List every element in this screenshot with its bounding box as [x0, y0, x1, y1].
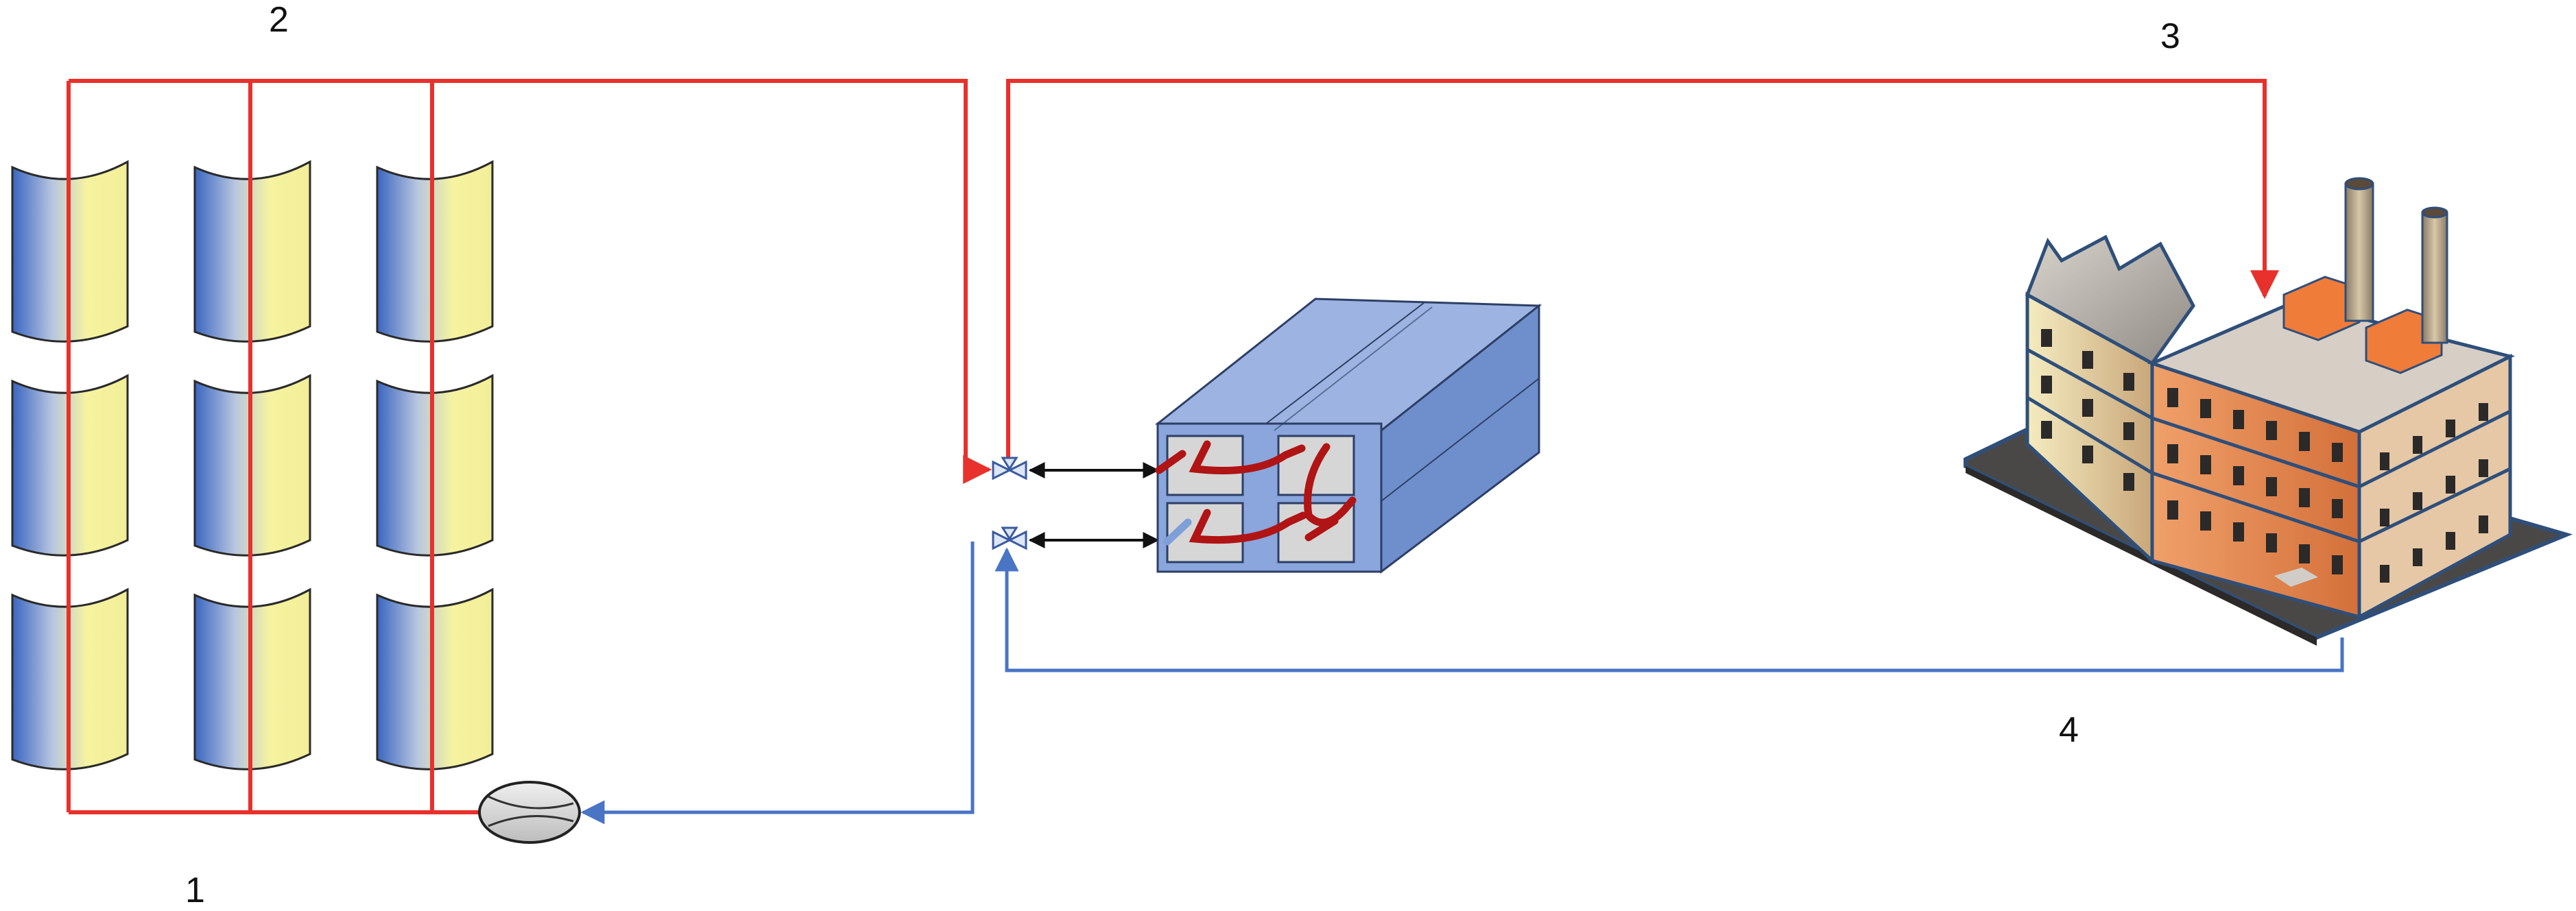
- valve-icon: [992, 526, 1027, 550]
- window: [2233, 522, 2244, 542]
- hot-piping: [67, 79, 2279, 814]
- window: [2413, 548, 2422, 566]
- window: [2332, 555, 2343, 574]
- window: [2200, 455, 2211, 474]
- window: [2082, 351, 2093, 369]
- return-from-factory-pipe: [994, 547, 2344, 672]
- window: [2380, 565, 2389, 583]
- window: [2167, 388, 2178, 407]
- thermal-storage-icon: [1154, 297, 1542, 574]
- heat-exchanger-coils: [1155, 440, 1357, 544]
- window: [2266, 421, 2277, 440]
- window: [2041, 376, 2052, 393]
- inlet-tube: [1163, 518, 1192, 546]
- window: [2332, 443, 2343, 462]
- window: [2266, 477, 2277, 496]
- window: [2479, 403, 2488, 421]
- cold-piping: [580, 542, 2344, 825]
- window: [2123, 473, 2134, 491]
- window: [2299, 432, 2310, 451]
- window: [2123, 373, 2134, 391]
- window: [2380, 452, 2389, 470]
- label-1: 1: [185, 871, 205, 910]
- valve-icon: [992, 457, 1027, 481]
- window: [2479, 459, 2488, 477]
- window: [2082, 399, 2093, 417]
- window: [2200, 511, 2211, 531]
- window: [2446, 532, 2455, 550]
- factory-windows: [2041, 329, 2488, 583]
- window: [2446, 420, 2455, 437]
- factory-icon: [1964, 177, 2573, 646]
- window: [2479, 515, 2488, 533]
- pump-icon: [478, 781, 581, 844]
- window: [2380, 509, 2389, 526]
- window: [2167, 444, 2178, 463]
- collector-trough-icon: [376, 374, 494, 557]
- hot-supply-to-factory-pipe: [1006, 79, 2279, 459]
- window: [2332, 499, 2343, 518]
- window: [2233, 410, 2244, 429]
- collector-trough-icon: [376, 587, 494, 770]
- window: [2299, 544, 2310, 563]
- window: [2266, 533, 2277, 552]
- window: [2123, 422, 2134, 440]
- hot-header-pipe: [69, 79, 992, 484]
- window: [2299, 488, 2310, 507]
- pump-feed-pipe: [580, 542, 975, 825]
- collector-trough-icon: [376, 160, 494, 343]
- window: [2446, 476, 2455, 494]
- window: [2082, 446, 2093, 463]
- window: [2200, 399, 2211, 418]
- window: [2041, 329, 2052, 347]
- label-3: 3: [2160, 16, 2180, 56]
- window: [2041, 421, 2052, 439]
- window: [2233, 466, 2244, 485]
- window: [2413, 436, 2422, 454]
- label-2: 2: [269, 0, 289, 40]
- collector-field: [11, 160, 494, 770]
- label-4: 4: [2059, 710, 2079, 750]
- window: [2167, 500, 2178, 520]
- window: [2413, 492, 2422, 510]
